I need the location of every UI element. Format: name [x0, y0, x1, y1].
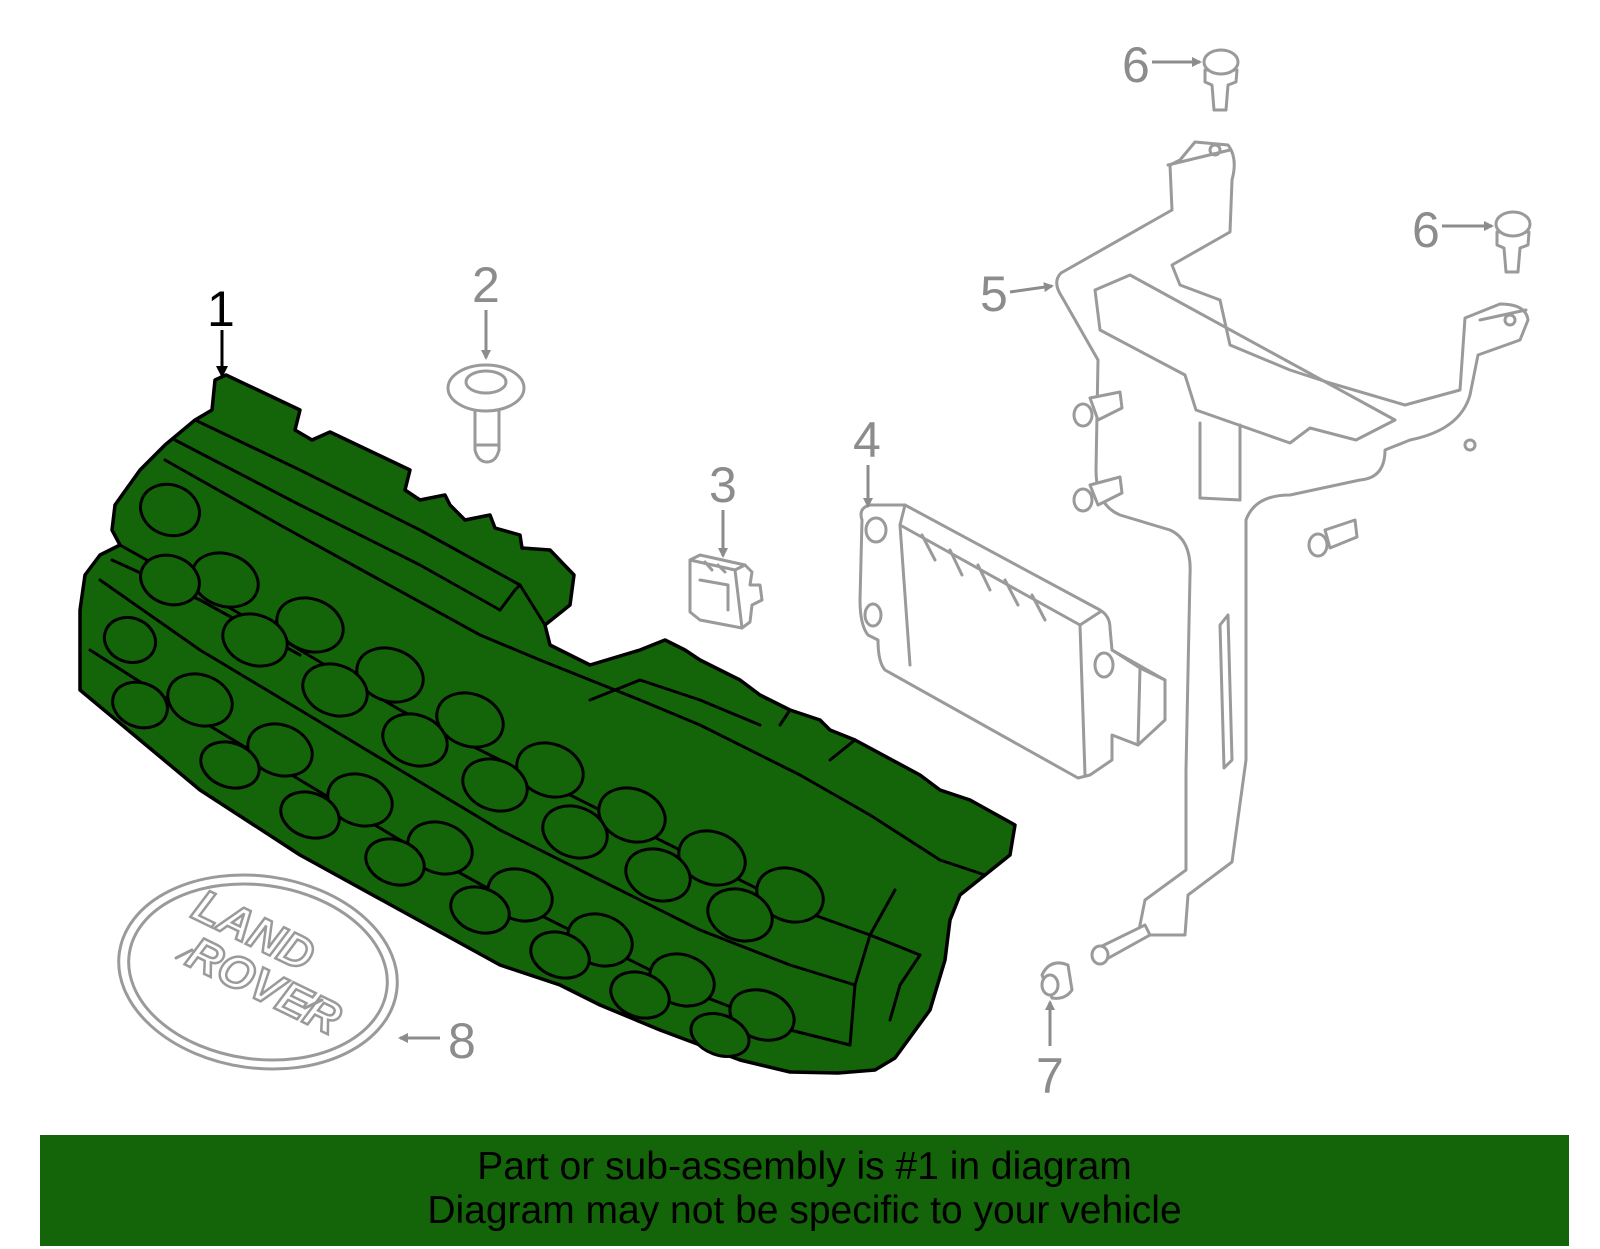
grille-part-1: [78, 373, 1017, 1075]
callout-2: 2: [472, 257, 500, 313]
bracket-stud: [1072, 390, 1124, 428]
callout-4: 4: [853, 412, 881, 468]
callout-7: 7: [1036, 1048, 1064, 1104]
callout-arrow-5: [1009, 282, 1054, 294]
module-part-4: [858, 503, 1167, 780]
callout-6-top: 6: [1122, 37, 1150, 93]
callout-3: 3: [709, 457, 737, 513]
banner-line-2: Diagram may not be specific to your vehi…: [427, 1189, 1182, 1232]
clip-part-7: [1040, 961, 1074, 1000]
connector-part-3: [688, 553, 764, 630]
disclaimer-banner: Part or sub-assembly is #1 in diagram Di…: [40, 1135, 1569, 1246]
pushpin-part-2: [446, 363, 526, 464]
callout-8: 8: [448, 1013, 476, 1069]
badge-part-8: LAND ROVER: [117, 873, 399, 1071]
bracket-part-5: [1055, 140, 1530, 966]
bolt-part-6-right: [1494, 210, 1532, 274]
bolt-part-6-top: [1202, 48, 1240, 112]
callout-5: 5: [980, 266, 1008, 322]
bracket-bolt: [1090, 923, 1152, 966]
callout-6-right: 6: [1412, 202, 1440, 258]
callout-1: 1: [207, 281, 235, 337]
bracket-stud: [1072, 475, 1124, 513]
banner-line-1: Part or sub-assembly is #1 in diagram: [477, 1145, 1132, 1188]
bracket-stud: [1307, 518, 1359, 558]
